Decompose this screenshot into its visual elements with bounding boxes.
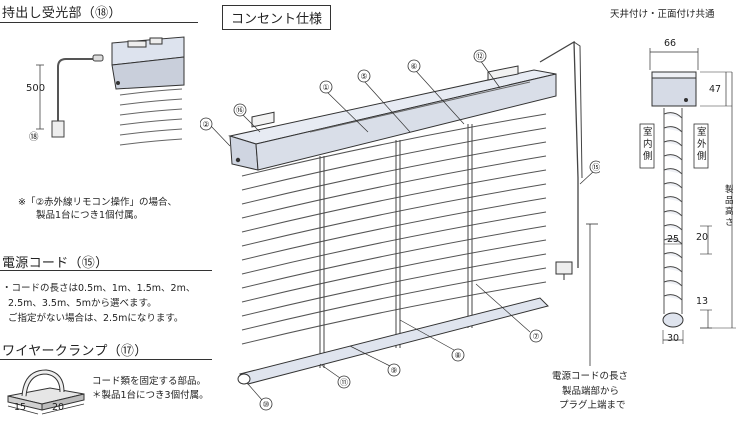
side-dim-20: 20: [696, 232, 709, 243]
callout-15: ⑮: [592, 163, 600, 172]
side-dim-25: 25: [667, 234, 680, 245]
mount-type-label: 天井付け・正面付け共通: [610, 9, 715, 20]
callout-1: ①: [322, 83, 329, 92]
blind-main-illustration: ① ② ⑤ ⑥ ⑦ ⑧ ⑨ ⑩ ⑪ ⑫ ⑮ ⑯: [200, 40, 600, 411]
receiver-dim-500: 500: [26, 83, 46, 94]
cord-length-line1: 電源コードの長さ: [552, 371, 629, 382]
outdoor-side-label: 室外側: [697, 127, 707, 162]
side-dim-13: 13: [696, 296, 709, 307]
receiver-illustration: [36, 36, 185, 146]
callout-10: ⑩: [262, 400, 269, 409]
clamp-dim-20: 20: [52, 402, 65, 413]
clamp-text2: ＊製品1台につき3個付属。: [92, 390, 209, 401]
wire-clamp-heading: ワイヤークランプ（⑰）: [2, 344, 148, 359]
clamp-text1: コード類を固定する部品。: [92, 376, 207, 387]
callout-9: ⑨: [390, 366, 397, 375]
cord-length-line2: 製品端部から: [562, 386, 620, 397]
product-height-label: 製品高さ: [725, 185, 734, 228]
callout-16: ⑯: [236, 106, 244, 115]
cord-length-dimension: [586, 223, 598, 366]
clamp-dim-15: 15: [14, 402, 27, 413]
power-cord-heading: 電源コード（⑮）: [2, 256, 109, 271]
receiver-heading: 持出し受光部（⑱）: [2, 6, 122, 21]
callout-12: ⑫: [476, 52, 484, 61]
side-dim-47: 47: [709, 84, 722, 95]
callout-11: ⑪: [340, 378, 348, 387]
callout-7: ⑦: [532, 332, 539, 341]
side-section-view: [639, 48, 736, 344]
receiver-note-line1: ※「②赤外線リモコン操作」の場合、: [18, 197, 177, 208]
indoor-side-label: 室内側: [643, 127, 653, 162]
side-dim-30: 30: [667, 333, 680, 344]
receiver-note-line2: 製品1台につき1個付属。: [36, 210, 144, 221]
wire-clamp-illustration: [7, 369, 85, 415]
wire-clamp-heading-rule: [0, 359, 212, 360]
callout-6: ⑥: [410, 62, 417, 71]
callout-8: ⑧: [454, 351, 461, 360]
power-cord-line2: 2.5m、3.5m、5mから選べます。: [8, 298, 157, 309]
power-cord-heading-rule: [0, 270, 212, 271]
power-cord-line1: ・コードの長さは0.5m、1m、1.5m、2m、: [2, 283, 196, 294]
spec-title-box: コンセント仕様: [222, 5, 332, 30]
callout-2: ②: [202, 120, 209, 129]
receiver-heading-rule: [0, 22, 198, 23]
side-dim-66: 66: [664, 38, 677, 49]
power-cord-line3: ご指定がない場合は、2.5mになります。: [8, 313, 184, 324]
cord-length-line3: プラグ上端まで: [559, 400, 626, 411]
receiver-part-number: ⑱: [29, 132, 39, 143]
callout-5: ⑤: [360, 72, 367, 81]
